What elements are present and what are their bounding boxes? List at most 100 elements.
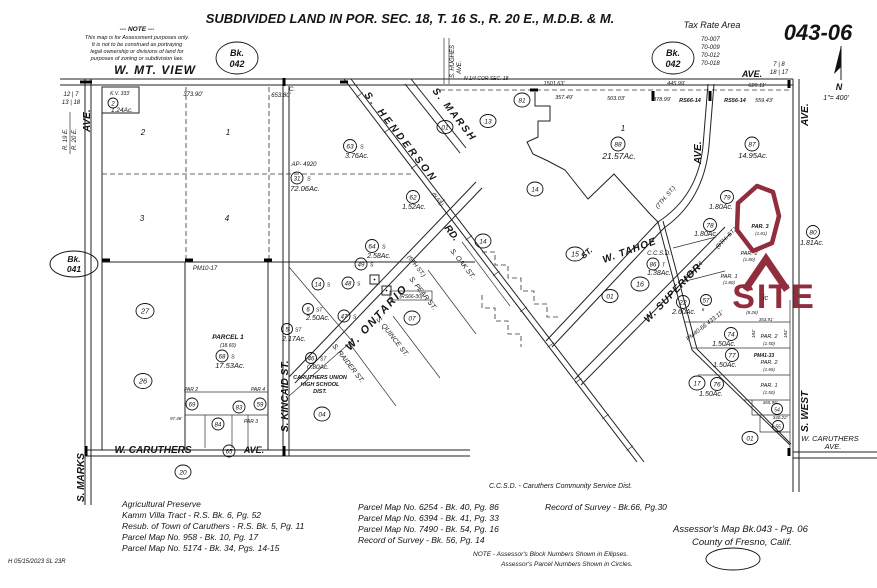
parcel-number-83: 83 [236, 406, 243, 412]
road-raider [349, 343, 397, 407]
street-marsh: S. MARSH [430, 86, 479, 144]
street-mt-view: W. MT. VIEW [114, 63, 197, 77]
label-rs66-30: (RS66-30) [399, 294, 422, 300]
dim-503: 503.03' [607, 96, 626, 102]
label-pm41-33: PM41-33 [754, 353, 775, 359]
parcel-circle-77-outline [725, 348, 739, 362]
parcel-circle-79-outline [720, 190, 734, 204]
acreage-17-53: 17.53Ac. [215, 361, 245, 370]
block-ellipse-14-upper [526, 181, 544, 197]
block-number-16: 16 [636, 282, 644, 289]
label-parcel1-area: (18.60) [220, 343, 236, 349]
label-par-2-tri: PAR. 2 [760, 334, 777, 340]
block-number-27: 27 [140, 307, 150, 316]
site-ic-fragment: ic [763, 295, 769, 302]
acreage-1-52: 1.52Ac. [402, 204, 426, 211]
parcel-number-87: 87 [748, 142, 756, 149]
tax-code-3: 70-012 [701, 53, 720, 59]
dim-620: 620.11' [748, 83, 766, 89]
label-par-1-site-area: (1.80) [723, 280, 735, 285]
label-par-1-site: PAR. 1 [720, 274, 737, 280]
block-number-26: 26 [138, 377, 148, 386]
block-ellipse-27 [135, 303, 155, 319]
street-hughes-ave: AVE. [457, 61, 463, 75]
corner-marks [80, 78, 791, 456]
block-number-13: 13 [484, 119, 492, 126]
label-par-2-tri-area: (1.50) [763, 341, 775, 346]
parcel-number-55: 55 [775, 425, 781, 431]
acreage-1-50-c: 1.50Ac. [699, 391, 723, 398]
parcel-circle-64-outline [365, 239, 379, 253]
parcel-circle-55-outline [772, 420, 784, 432]
kv-parcel-box [101, 86, 140, 114]
pm-lot-rows [185, 391, 268, 448]
road-kincaid [282, 86, 290, 456]
label-par-1-tri-area: (1.50) [763, 390, 775, 395]
dim-365: 365.99' [763, 400, 778, 405]
school-district-line1: CARUTHERS UNION [293, 375, 348, 381]
acreage-1-38: 1.38Ac. [647, 270, 671, 277]
dim-340: 340.22' [773, 415, 788, 420]
rs66-30-box [389, 290, 433, 301]
suffix-64-s: S [382, 245, 386, 251]
block-number-20: 20 [178, 470, 187, 477]
dim-353: 353.91' [759, 317, 774, 322]
label-par-2-site: PAR. 2 [740, 251, 757, 257]
block-ellipse-14-lower [474, 233, 492, 249]
parcel-number-31: 31 [294, 177, 301, 183]
school-building-1 [369, 274, 380, 285]
county-label: County of Fresno, Calif. [692, 537, 792, 548]
street-caruthers-left-ave: AVE. [243, 445, 264, 455]
road-mt-view [60, 78, 793, 86]
parcel-number-14s: 14 [315, 283, 322, 289]
parcel-circle-65-outline [222, 444, 236, 458]
parcel-circle-80-outline [806, 225, 820, 239]
parcel-number-57: 57 [703, 299, 710, 305]
acreage-1-24: 1.24Ac. [111, 107, 133, 114]
site-parcel-outline [734, 183, 782, 254]
acreage-14-95: 14.95Ac. [738, 151, 768, 160]
railroad-hatches [356, 92, 634, 451]
parcel-circle-87-outline [744, 136, 760, 152]
acreage-1-50-a: 1.50Ac. [712, 341, 736, 348]
book-ellipse-042-right [651, 41, 695, 75]
note-line-4: purposes of zoning or subdivision law. [90, 56, 184, 62]
assessor-map-ref: Assessor's Map Bk.043 - Pg. 06 [672, 524, 809, 535]
street-hughes: S. HUGHES [450, 45, 456, 78]
street-west: S. WEST [800, 390, 811, 432]
block-ellipse-20 [174, 464, 192, 480]
acreage-0-80: 0.80Ac. [307, 364, 329, 371]
ref-left-2: Kamm Villa Tract - R.S. Bk. 6, Pg. 52 [122, 510, 261, 520]
parcel-number-69: 69 [189, 403, 196, 409]
suffix-14-s: S [327, 283, 331, 289]
road-henderson-corridor [343, 78, 645, 463]
parcel-circle-69-outline [185, 397, 199, 411]
dim-653: 653.80' [271, 93, 291, 99]
parcel-circle-63-outline [343, 139, 357, 153]
street-curve-ave: AVE. [693, 141, 704, 165]
parcel-circle-5-outline [281, 323, 293, 335]
block-ellipse-01-mid [601, 289, 619, 303]
parcel-number-6: 6 [306, 308, 310, 314]
site-arrow-icon [742, 252, 790, 292]
ref-mid-3: Parcel Map No. 7490 - Bk. 54, Pg. 16 [358, 524, 499, 534]
footer-note-1: NOTE - Assessor's Block Numbers Shown in… [473, 551, 628, 558]
parcel-circle-68-outline [215, 349, 229, 363]
parcel-number-2: 2 [110, 102, 115, 108]
revision-stamp: H 05/15/2023 SL 23R [8, 559, 66, 565]
parcel-number-76: 76 [713, 382, 721, 389]
footer-note-2: Assessor's Parcel Numbers Shown in Circl… [500, 561, 633, 568]
road-west [792, 79, 800, 492]
parcel-number-86: 86 [650, 263, 657, 269]
parcel-number-48: 48 [345, 282, 352, 288]
section-corner-left-top: 12 | 7 [64, 92, 80, 98]
label-57-sub: 6 [702, 307, 705, 312]
book-042-left-bk: Bk. [230, 48, 244, 58]
parcel-number-62: 62 [409, 195, 417, 202]
quarter-corner-label: N 1/4 COR SEC. 18 [464, 76, 509, 82]
block-number-01-corner: 01 [746, 436, 754, 443]
site-label: SITE [732, 278, 816, 316]
section-corner-right-top: 7 | 8 [773, 62, 785, 68]
block-number-81: 81 [518, 98, 526, 105]
acreage-72-06: 72.06Ac. [290, 184, 320, 193]
